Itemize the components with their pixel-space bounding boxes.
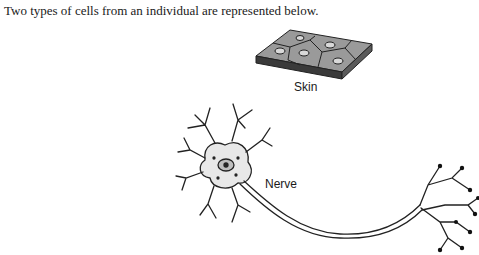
cell-label: Skin bbox=[293, 80, 318, 94]
nerve-cell bbox=[176, 104, 478, 250]
cell-label: Nerve bbox=[264, 177, 298, 191]
heading: Two types of cells from an individual ar… bbox=[4, 3, 318, 19]
skin-cells bbox=[256, 30, 372, 79]
terminal-knobs bbox=[438, 164, 479, 252]
